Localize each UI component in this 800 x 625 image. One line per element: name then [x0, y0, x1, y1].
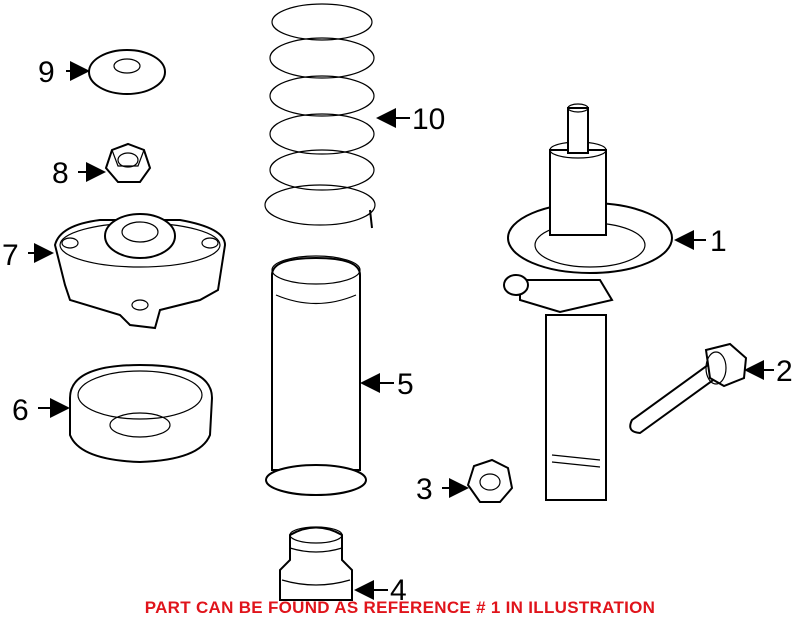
- reference-notice: PART CAN BE FOUND AS REFERENCE # 1 IN IL…: [144, 598, 656, 617]
- callout-4: 4: [390, 574, 407, 607]
- part-7-strut-mount: [53, 213, 227, 330]
- part-3-nut: [466, 458, 514, 503]
- part-4-bump-stop: [279, 526, 353, 601]
- callout-10: 10: [412, 103, 445, 136]
- part-5-dust-boot: [265, 255, 367, 496]
- callout-7: 7: [2, 239, 19, 272]
- callout-2: 2: [776, 355, 793, 388]
- part-9-washer: [88, 49, 166, 95]
- callout-8: 8: [52, 157, 69, 190]
- callout-5: 5: [397, 368, 414, 401]
- callout-arrows: [28, 61, 774, 600]
- callout-3: 3: [416, 473, 433, 506]
- part-10-coil-spring: [264, 3, 376, 229]
- part-6-bearing: [69, 363, 214, 464]
- callout-6: 6: [12, 394, 29, 427]
- callout-9: 9: [38, 56, 55, 89]
- callout-1: 1: [710, 225, 727, 258]
- part-8-nut: [104, 142, 152, 183]
- part-2-bolt: [629, 342, 748, 435]
- part-1-strut: [503, 103, 673, 501]
